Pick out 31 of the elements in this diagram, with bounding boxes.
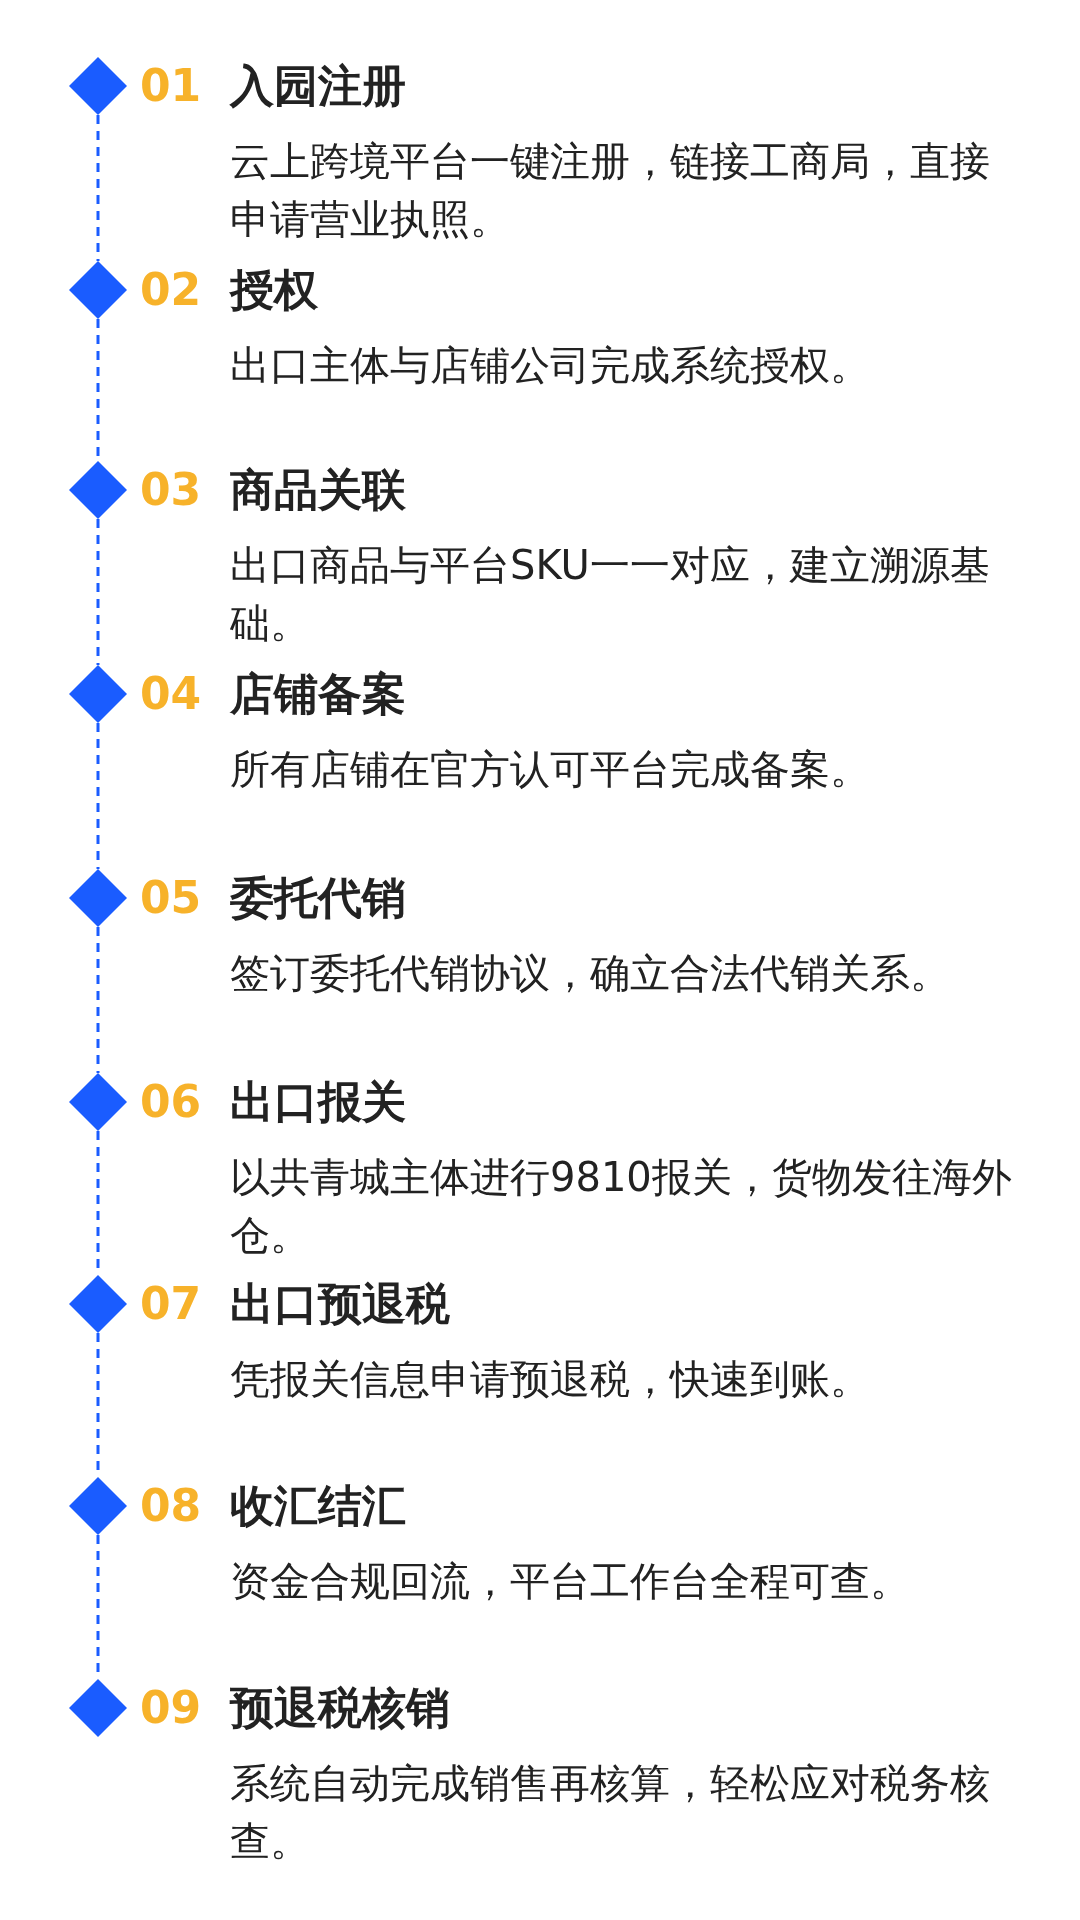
step-title: 入园注册 — [230, 59, 406, 113]
step-title: 店铺备案 — [230, 667, 406, 721]
step-title: 授权 — [230, 263, 318, 317]
step-number: 01 — [140, 59, 202, 113]
step-number: 02 — [140, 263, 202, 317]
dashed-connector — [96, 519, 100, 665]
step-number: 03 — [140, 463, 202, 517]
step-title: 商品关联 — [230, 463, 406, 517]
step-description: 签订委托代销协议，确立合法代销关系。 — [230, 949, 951, 998]
step-title: 出口预退税 — [230, 1277, 450, 1331]
step-description: 出口主体与店铺公司完成系统授权。 — [230, 341, 871, 390]
step-description: 云上跨境平台一键注册，链接工商局，直接申请营业执照。 — [230, 137, 991, 244]
dashed-connector — [96, 115, 100, 261]
dashed-connector — [96, 723, 100, 869]
step-number: 08 — [140, 1479, 202, 1533]
step-number: 05 — [140, 871, 202, 925]
step-description: 凭报关信息申请预退税，快速到账。 — [230, 1355, 871, 1404]
step-number: 06 — [140, 1075, 202, 1129]
step-title: 委托代销 — [230, 871, 406, 925]
step-description: 以共青城主体进行9810报关，货物发往海外仓。 — [230, 1153, 1013, 1260]
step-number: 04 — [140, 667, 202, 721]
step-title: 预退税核销 — [230, 1681, 450, 1735]
step-description: 系统自动完成销售再核算，轻松应对税务核查。 — [230, 1759, 991, 1866]
step-title: 收汇结汇 — [230, 1479, 406, 1533]
step-number: 09 — [140, 1681, 202, 1735]
step-title: 出口报关 — [230, 1075, 406, 1129]
dashed-connector — [96, 927, 100, 1073]
step-description: 出口商品与平台SKU一一对应，建立溯源基础。 — [230, 541, 991, 648]
step-description: 资金合规回流，平台工作台全程可查。 — [230, 1557, 911, 1606]
step-description: 所有店铺在官方认可平台完成备案。 — [230, 745, 871, 794]
step-number: 07 — [140, 1277, 202, 1331]
